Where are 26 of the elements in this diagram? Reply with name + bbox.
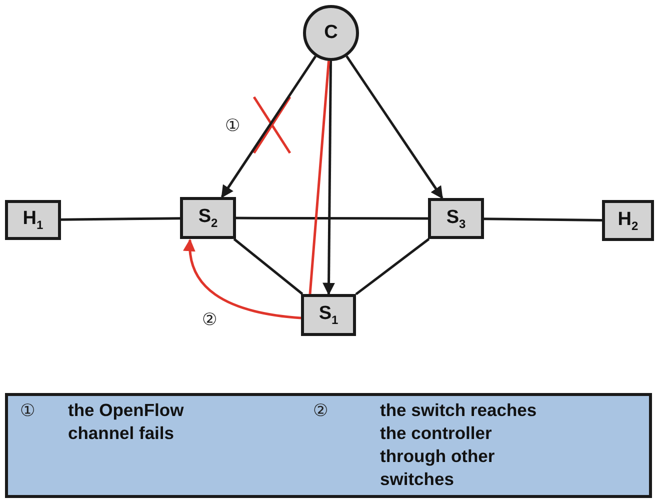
legend-panel	[5, 393, 652, 498]
link-line	[355, 238, 430, 296]
note-text: the OpenFlow channel fails	[68, 399, 185, 445]
switch-box	[428, 198, 484, 239]
link-line	[484, 218, 602, 222]
arrow	[184, 238, 302, 320]
note-text: the switch reaches the controller through other switches	[380, 399, 538, 491]
node-label: S$_{3}$	[446, 206, 466, 230]
arrow	[322, 60, 336, 296]
switch-box	[5, 200, 61, 240]
node-label: S$_{2}$	[198, 206, 218, 230]
switch-box	[180, 197, 236, 239]
link-line	[233, 238, 304, 295]
link-line	[236, 216, 428, 220]
link-line	[308, 60, 330, 294]
switch-box	[301, 294, 356, 336]
switch-box	[602, 200, 654, 241]
node-label: C	[324, 22, 338, 44]
node-label: H$_{1}$	[22, 208, 44, 232]
link-line	[60, 217, 180, 221]
note-number: ①	[20, 400, 36, 423]
node-label: H$_{2}$	[618, 208, 638, 232]
arrow	[346, 56, 444, 200]
arrow	[220, 56, 317, 198]
node-label: S$_{1}$	[318, 303, 338, 327]
note-number: ②	[313, 400, 329, 423]
